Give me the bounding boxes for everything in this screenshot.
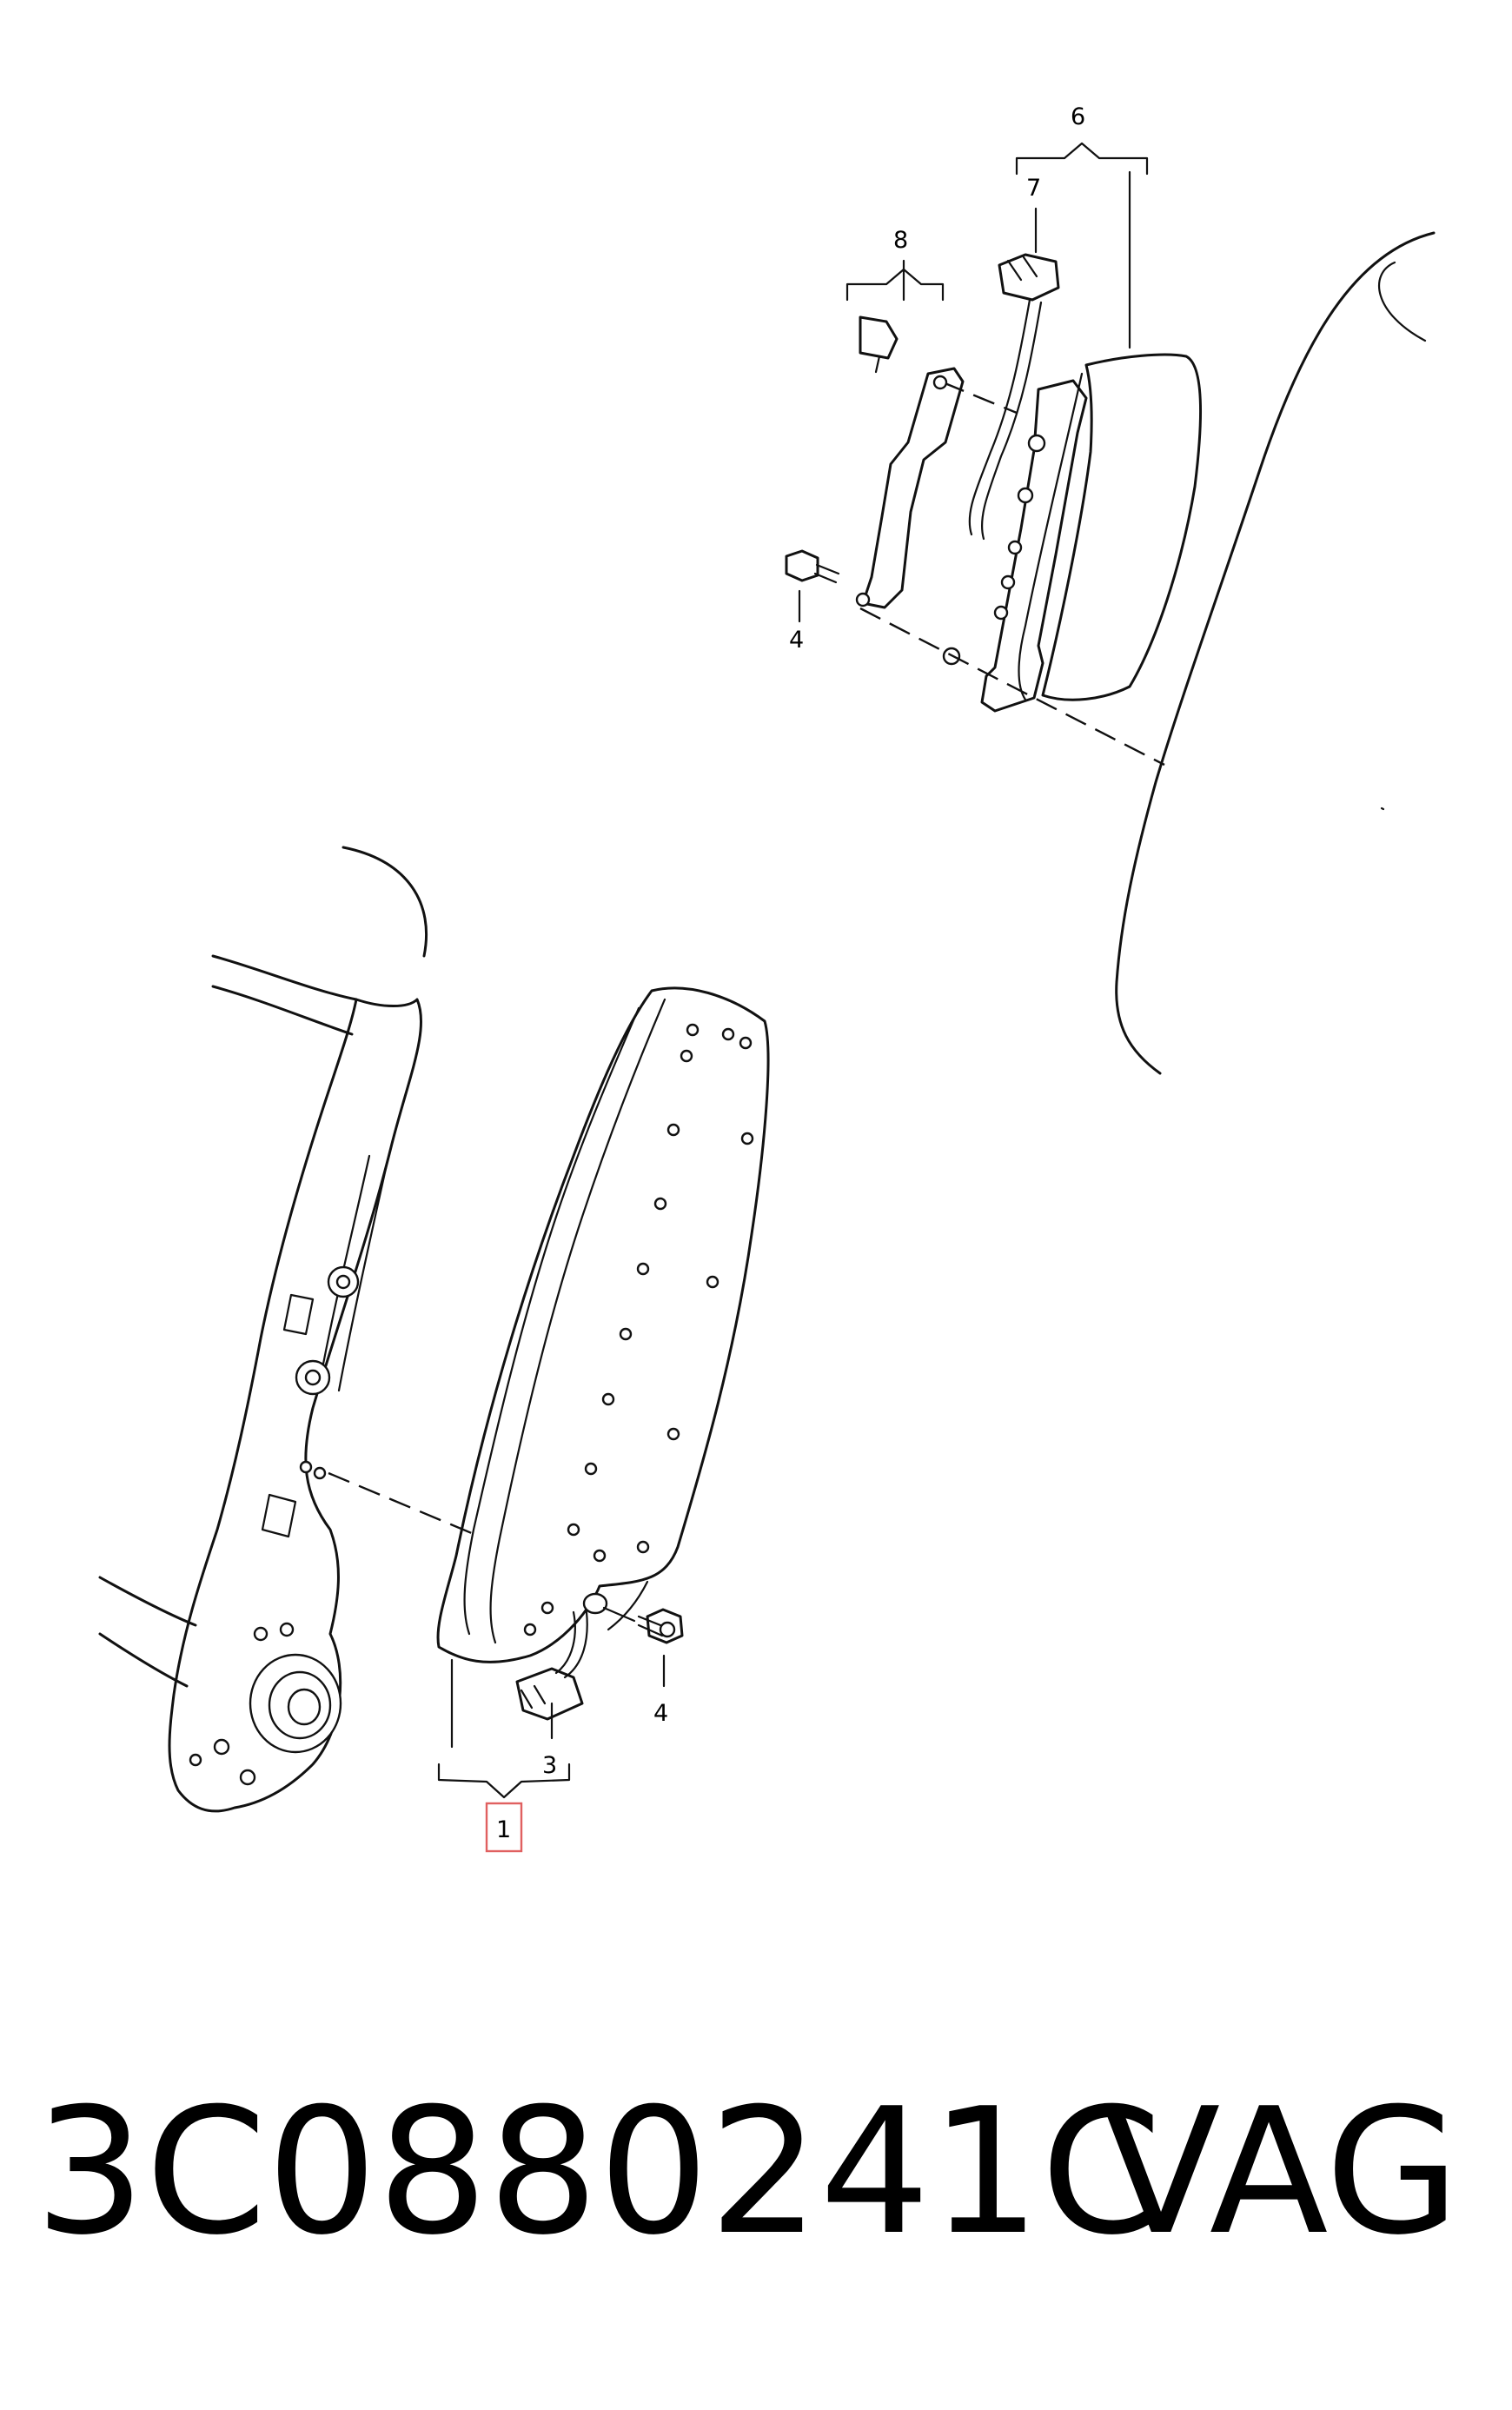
connector-3: 3	[542, 1702, 557, 1779]
seat-back-outline	[1115, 231, 1436, 1075]
bracket-8: 8	[846, 227, 965, 609]
callout-7: 7	[1026, 175, 1041, 202]
part-caption: 3C0880241C VAG	[35, 2073, 1477, 2273]
callout-3: 3	[542, 1752, 557, 1779]
brand-name: VAG	[1101, 2071, 1460, 2274]
bolt-lower: 4	[602, 1606, 684, 1727]
callout-6: 6	[1071, 103, 1085, 130]
callout-4-upper: 4	[789, 627, 804, 654]
bolt-upper: 4	[785, 549, 840, 654]
mounting-line-lower	[328, 1471, 474, 1536]
airbag-rivets	[523, 1023, 754, 1637]
callout-4-lower: 4	[653, 1700, 668, 1727]
bracket-1: 1	[437, 1658, 571, 1853]
part-number: 3C0880241C	[35, 2071, 1163, 2274]
callout-1-highlight-box	[485, 1802, 523, 1853]
side-airbag-main	[436, 986, 770, 1721]
callout-8: 8	[893, 227, 908, 254]
callout-1: 1	[496, 1816, 511, 1843]
airbag-module-6: 7 6	[942, 103, 1203, 713]
seat-frame	[98, 846, 428, 1813]
mounting-line-upper	[859, 607, 1165, 767]
